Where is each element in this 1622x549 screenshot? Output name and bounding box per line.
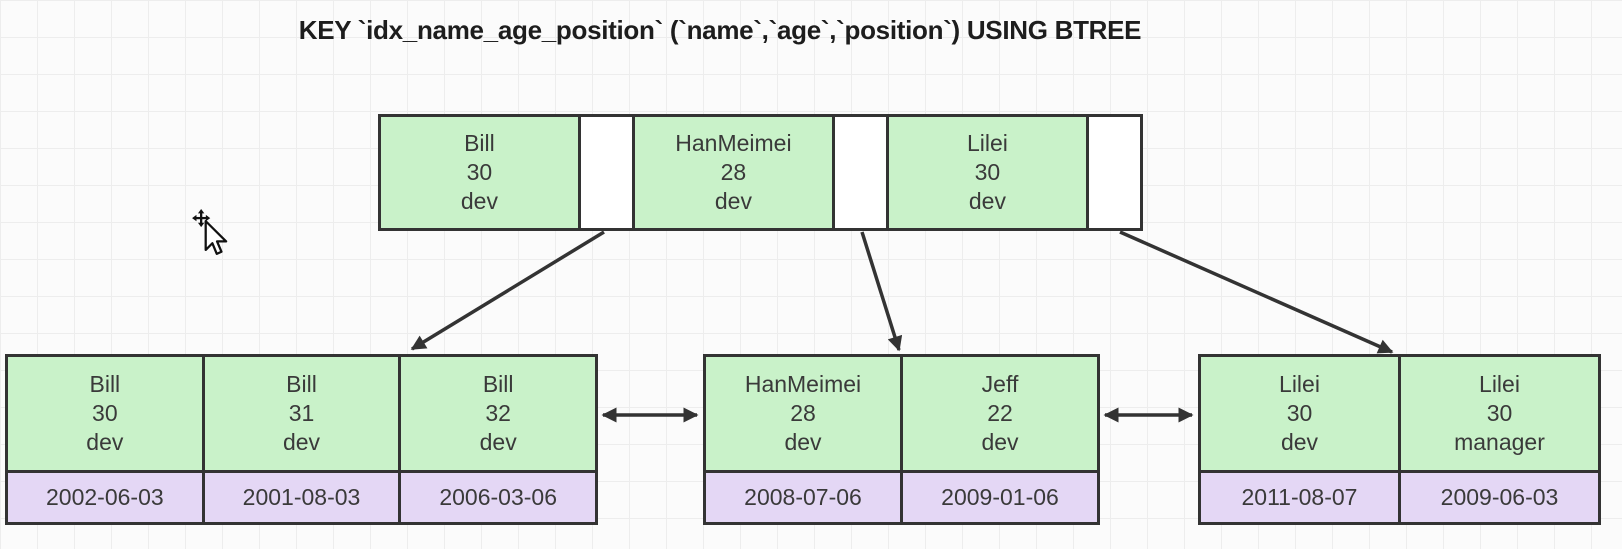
leaf-record-date: 2009-06-03 xyxy=(1401,473,1598,522)
leaf-record-cell: Bill 31 dev xyxy=(204,357,399,473)
root-pointer-cell xyxy=(1085,117,1140,228)
key-position: dev xyxy=(968,188,1006,214)
key-name: Lilei xyxy=(966,130,1008,156)
record-position: dev xyxy=(479,429,517,455)
leaf-record-date: 2002-06-03 xyxy=(8,473,202,522)
leaf-record-cell: Lilei 30 dev xyxy=(1201,357,1398,473)
key-age: 30 xyxy=(466,159,493,185)
key-position: dev xyxy=(714,188,752,214)
leaf-entry: Bill 31 dev 2001-08-03 xyxy=(201,357,399,522)
key-age: 28 xyxy=(720,159,747,185)
move-cursor-icon xyxy=(192,209,228,255)
record-name: Lilei xyxy=(1479,371,1520,397)
key-name: HanMeimei xyxy=(675,130,792,156)
record-age: 30 xyxy=(92,400,118,426)
diagram-title: KEY `idx_name_age_position` (`name`,`age… xyxy=(298,15,1142,45)
record-position: dev xyxy=(282,429,321,455)
root-to-leaf3-arrow[interactable] xyxy=(1119,230,1394,354)
record-position: dev xyxy=(784,429,822,455)
leaf-record-date: 2006-03-06 xyxy=(401,473,596,522)
leaf-entry: Bill 32 dev 2006-03-06 xyxy=(398,357,596,522)
leaf-record-cell: HanMeimei 28 dev xyxy=(706,357,900,473)
record-name: Bill xyxy=(89,371,121,397)
record-age: 32 xyxy=(485,400,511,426)
leaf-record-date: 2008-07-06 xyxy=(706,473,900,522)
leaf-record-cell: Jeff 22 dev xyxy=(903,357,1097,473)
btree-root-node[interactable]: Bill 30 dev HanMeimei 28 dev Lilei 30 de… xyxy=(378,114,1143,231)
root-pointer-cell xyxy=(831,117,886,228)
record-position: dev xyxy=(981,429,1019,455)
leaf-entry: Jeff 22 dev 2009-01-06 xyxy=(900,357,1097,522)
leaf-record-date: 2011-08-07 xyxy=(1201,473,1398,522)
leaf-record-cell: Lilei 30 manager xyxy=(1401,357,1598,473)
record-position: dev xyxy=(1280,429,1319,455)
key-name: Bill xyxy=(464,130,495,156)
record-name: Lilei xyxy=(1279,371,1320,397)
btree-leaf-node[interactable]: HanMeimei 28 dev 2008-07-06 Jeff 22 dev … xyxy=(703,354,1100,525)
root-pointer-cell xyxy=(577,117,632,228)
root-key-cell: Lilei 30 dev xyxy=(886,117,1086,228)
record-age: 31 xyxy=(288,400,315,426)
leaf-record-cell: Bill 30 dev xyxy=(8,357,202,473)
key-position: dev xyxy=(460,188,498,214)
record-age: 22 xyxy=(987,400,1013,426)
leaf-record-cell: Bill 32 dev xyxy=(401,357,596,473)
leaf-entry: HanMeimei 28 dev 2008-07-06 xyxy=(706,357,900,522)
record-name: HanMeimei xyxy=(744,371,862,397)
record-age: 30 xyxy=(1486,400,1513,426)
root-key-cell: Bill 30 dev xyxy=(381,117,578,228)
root-to-leaf1-arrow[interactable] xyxy=(410,230,605,351)
btree-leaf-node[interactable]: Bill 30 dev 2002-06-03 Bill 31 dev 2001-… xyxy=(5,354,598,525)
record-name: Jeff xyxy=(981,371,1019,397)
root-to-leaf2-arrow[interactable] xyxy=(860,231,903,352)
leaf-entry: Bill 30 dev 2002-06-03 xyxy=(8,357,202,522)
record-age: 30 xyxy=(1286,400,1313,426)
leaf-record-date: 2009-01-06 xyxy=(903,473,1097,522)
record-age: 28 xyxy=(790,400,816,426)
leaf-entry: Lilei 30 manager 2009-06-03 xyxy=(1398,357,1598,522)
btree-leaf-node[interactable]: Lilei 30 dev 2011-08-07 Lilei 30 manager… xyxy=(1198,354,1601,525)
leaf-entry: Lilei 30 dev 2011-08-07 xyxy=(1201,357,1398,522)
record-name: Bill xyxy=(286,371,317,397)
key-age: 30 xyxy=(974,159,1001,185)
leaf-record-date: 2001-08-03 xyxy=(204,473,399,522)
record-position: manager xyxy=(1454,429,1545,455)
record-position: dev xyxy=(86,429,124,455)
record-name: Bill xyxy=(482,371,514,397)
root-key-cell: HanMeimei 28 dev xyxy=(632,117,832,228)
